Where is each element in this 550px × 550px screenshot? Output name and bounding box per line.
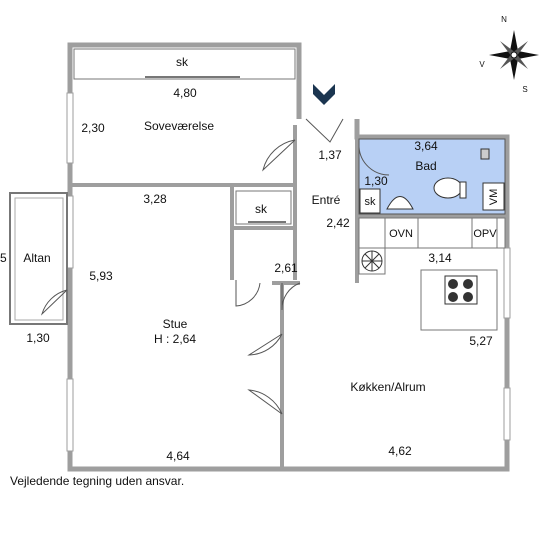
bathroom-fixtures	[359, 148, 505, 214]
bath-name: Bad	[415, 159, 436, 173]
closet-small-label: sk	[255, 202, 268, 216]
living-ceiling-label: H : 2,64	[154, 332, 196, 346]
outer-walls	[67, 42, 510, 472]
bedroom-wardrobe	[73, 48, 296, 80]
dishwasher-label: OPV	[473, 228, 497, 240]
fan-icon	[361, 250, 383, 272]
balcony-edge-mark: 5	[0, 251, 7, 265]
living-name: Stue	[163, 317, 188, 331]
living-width-bottom-label: 4,64	[166, 449, 190, 463]
compass-v-label: V	[479, 60, 485, 69]
washer-label: VM	[488, 189, 500, 206]
bath-depth-label: 1,30	[364, 174, 388, 188]
entry-depth-label: 2,42	[326, 216, 350, 230]
bedroom-wardrobe-label: sk	[176, 55, 189, 69]
kitchen-name: Køkken/Alrum	[350, 380, 425, 394]
hob	[448, 279, 473, 302]
closet-small	[235, 190, 292, 225]
bedroom-name: Soveværelse	[144, 119, 214, 133]
compass-s-label: S	[522, 85, 527, 94]
entry-name: Entré	[312, 193, 341, 207]
entry-bottom-label: 2,61	[274, 261, 298, 275]
doors	[40, 118, 344, 415]
bath-width-label: 3,64	[414, 139, 438, 153]
living-width-top-label: 3,28	[143, 192, 167, 206]
balcony-inner	[14, 197, 64, 321]
kitchen-width-bottom-label: 4,62	[388, 444, 412, 458]
kitchen-width-top-label: 3,14	[428, 251, 452, 265]
entry-width-label: 1,37	[318, 148, 342, 162]
shower-door-swing	[358, 146, 390, 176]
disclaimer-text: Vejledende tegning uden ansvar.	[10, 474, 185, 488]
bedroom-depth-label: 2,30	[81, 121, 105, 135]
balcony-width-label: 1,30	[26, 331, 50, 345]
living-depth-label: 5,93	[89, 269, 113, 283]
entrance-marker-icon	[313, 84, 335, 105]
compass-icon	[489, 30, 539, 80]
inner-walls	[70, 125, 507, 469]
bath-closet-label: sk	[365, 196, 377, 208]
balcony-name: Altan	[23, 251, 50, 265]
kitchen-depth-label: 5,27	[469, 334, 493, 348]
balcony-outline	[9, 192, 68, 325]
bedroom-width-label: 4,80	[173, 86, 197, 100]
compass-n-label: N	[501, 15, 507, 24]
oven-label: OVN	[389, 228, 413, 240]
